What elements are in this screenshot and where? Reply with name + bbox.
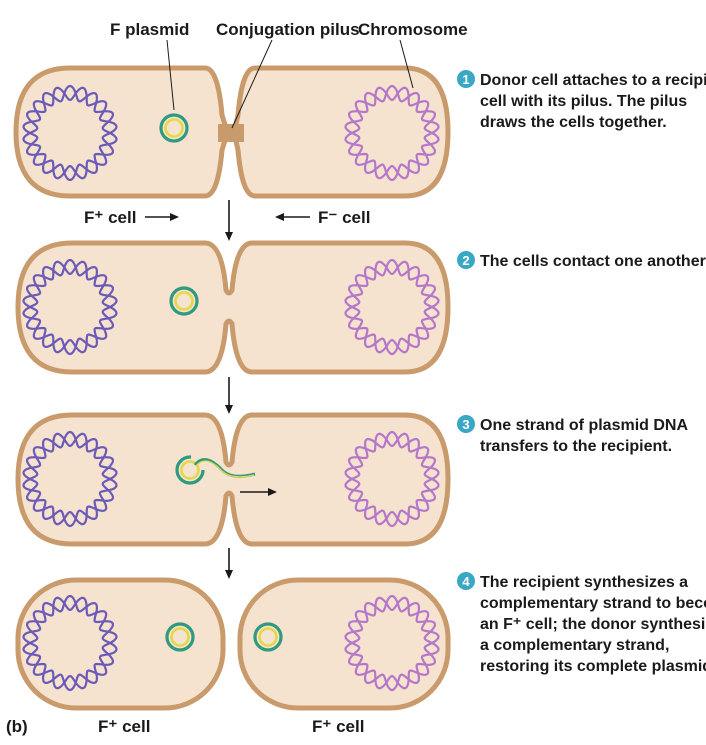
- recipient-chromosome-strand: [344, 260, 440, 356]
- stage-2-cells: [15, 240, 451, 375]
- down-arrow-1-head: [225, 232, 233, 241]
- donor-chromosome-strand: [22, 86, 118, 182]
- step-3-line-2: transfers to the recipient.: [480, 438, 672, 455]
- flow-arrows: [145, 200, 310, 579]
- step-captions: 1 Donor cell attaches to a recipie cell wi…: [457, 70, 706, 675]
- plasmid-inner-strand: [170, 627, 190, 647]
- donor-chromosome-strand: [22, 596, 118, 692]
- step-badge-3: [457, 415, 475, 433]
- step-1-line-1: Donor cell attaches to a recipie: [480, 72, 706, 89]
- label-chromosome: Chromosome: [358, 20, 468, 39]
- transferring-dna-strand-core: [195, 460, 255, 478]
- step-4-line-4: a complementary strand,: [480, 637, 669, 654]
- step-1-line-2: cell with its pilus. The pilus: [480, 93, 687, 110]
- cell-1-right-fill: [244, 72, 444, 192]
- step-1-line-3: draws the cells together.: [480, 114, 667, 131]
- step-number-3: 3: [462, 417, 469, 432]
- transfer-arrow-head: [268, 488, 277, 496]
- plasmid-inner-strand: [180, 460, 200, 480]
- leader-lines: [166, 39, 414, 129]
- right-arrow-fplus-head: [170, 213, 179, 221]
- plasmid-outer-strand: [175, 455, 205, 485]
- step-number-1: 1: [462, 72, 469, 87]
- label-f-plasmid: F plasmid: [110, 20, 189, 39]
- panel-label: (b): [6, 717, 28, 736]
- leader-f-plasmid: [166, 39, 175, 111]
- recipient-cell-4: [237, 577, 451, 711]
- leader-pilus: [231, 39, 273, 129]
- step-4-line-2: complementary strand to beco: [480, 595, 706, 612]
- plasmid-inner-strand: [164, 118, 184, 138]
- step-2-line-1: The cells contact one another.: [480, 253, 706, 270]
- recipient-chromosome-strand: [344, 596, 440, 692]
- step-badge-1: [457, 70, 475, 88]
- step-number-2: 2: [462, 253, 469, 268]
- plasmid-outer-strand: [253, 622, 283, 652]
- plasmid-outer-strand: [159, 113, 189, 143]
- recipient-chromosome-strand: [344, 432, 440, 528]
- label-bottom-right-cell: F⁺ cell: [312, 717, 364, 736]
- label-conjugation-pilus: Conjugation pilus: [216, 20, 360, 39]
- chromosome-group: [22, 84, 440, 692]
- plasmid-outer-strand: [169, 286, 199, 316]
- transferring-dna-strand: [193, 458, 256, 478]
- mating-pair-2: [15, 240, 451, 375]
- step-3-line-1: One strand of plasmid DNA: [480, 417, 688, 434]
- down-arrow-3-head: [225, 570, 233, 579]
- plasmid-inner-strand: [174, 291, 194, 311]
- mating-pair-3: [15, 412, 451, 547]
- stage-1-cells: [13, 65, 451, 199]
- plasmid-outer-strand: [165, 622, 195, 652]
- recipient-chromosome-strand: [344, 86, 440, 182]
- cell-1-fill-fix: [20, 72, 218, 192]
- step-number-4: 4: [462, 574, 470, 589]
- donor-chromosome-strand: [22, 432, 118, 528]
- down-arrow-2-head: [225, 405, 233, 414]
- stage-3-cells: [15, 412, 451, 547]
- step-badge-2: [457, 251, 475, 269]
- label-f-plus-cell: F⁺ cell: [84, 208, 136, 227]
- conjugation-pilus: [214, 124, 248, 142]
- leader-chromosome: [399, 39, 414, 89]
- step-4-line-1: The recipient synthesizes a: [480, 574, 688, 591]
- plasmid-group: [159, 113, 283, 652]
- left-arrow-fminus-head: [275, 213, 284, 221]
- label-f-minus-cell: F⁻ cell: [318, 208, 370, 227]
- step-4-line-5: restoring its complete plasmid.: [480, 658, 706, 675]
- label-bottom-left-cell: F⁺ cell: [98, 717, 150, 736]
- donor-chromosome-strand: [22, 260, 118, 356]
- step-4-line-3: an F⁺ cell; the donor synthesize: [480, 616, 706, 633]
- plasmid-inner-strand: [258, 627, 278, 647]
- step-badge-4: [457, 572, 475, 590]
